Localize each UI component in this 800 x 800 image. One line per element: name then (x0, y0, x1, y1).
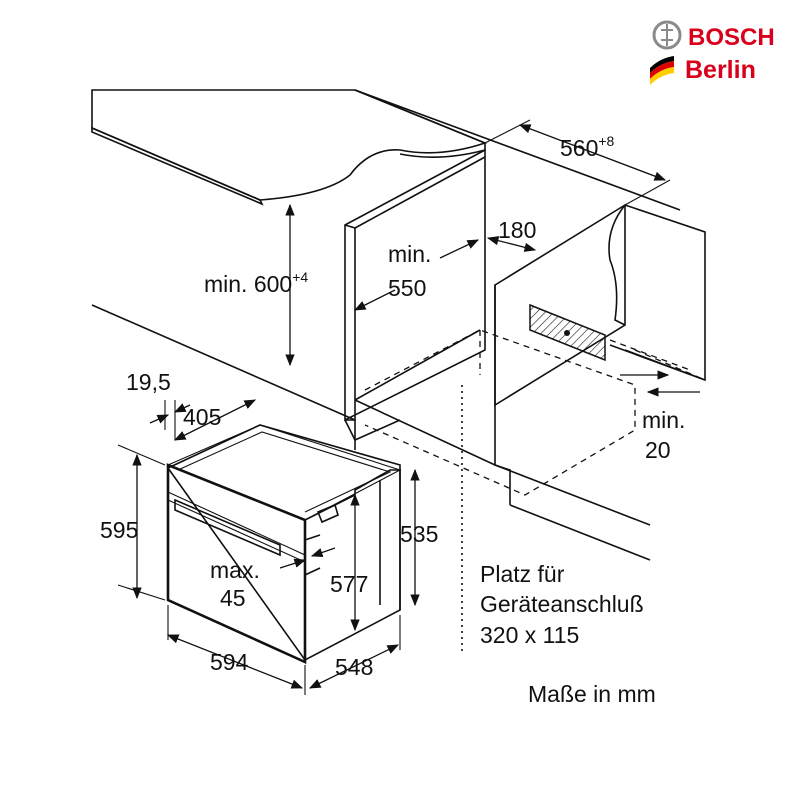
diagram-notes: Platz für Geräteanschluß 320 x 115 Maße … (480, 561, 656, 707)
oven-appliance (166, 424, 402, 665)
rear-gap-label: min. (642, 407, 685, 433)
brand-logo: BOSCH Berlin (650, 20, 775, 85)
oven-depth-label: 548 (335, 654, 373, 680)
connection-note-line3: 320 x 115 (480, 622, 579, 648)
rear-gap-value: 20 (645, 437, 671, 463)
oven-width-label: 594 (210, 649, 249, 675)
cabinet-width-label: 560+8 (560, 133, 615, 161)
handle-max-value: 45 (220, 585, 246, 611)
kitchen-cabinet (91, 89, 706, 655)
bosch-armature-icon (652, 20, 682, 50)
cabinet-depth-min-value: 550 (388, 275, 426, 301)
niche-height-label: min. 600+4 (204, 269, 308, 297)
dimension-lines (117, 119, 700, 695)
units-note: Maße in mm (528, 681, 656, 707)
connection-note-line1: Platz für (480, 561, 565, 587)
cabinet-depth-min-label: min. (388, 241, 431, 267)
inner-height-label: 577 (330, 571, 368, 597)
oven-height-label: 595 (100, 517, 138, 543)
vent-depth-label: 180 (498, 217, 536, 243)
connection-note-line2: Geräteanschluß (480, 591, 644, 617)
panel-depth-label: 405 (183, 404, 221, 430)
german-flag-icon (650, 56, 674, 85)
front-panel-thickness-label: 19,5 (126, 369, 171, 395)
dimension-labels: 560+8 180 min. 600+4 min. 550 min. 20 19… (100, 133, 685, 680)
logo-brand-text: BOSCH (688, 24, 775, 51)
logo-city-text: Berlin (685, 56, 756, 84)
body-height-label: 535 (400, 521, 438, 547)
handle-max-label: max. (210, 557, 260, 583)
